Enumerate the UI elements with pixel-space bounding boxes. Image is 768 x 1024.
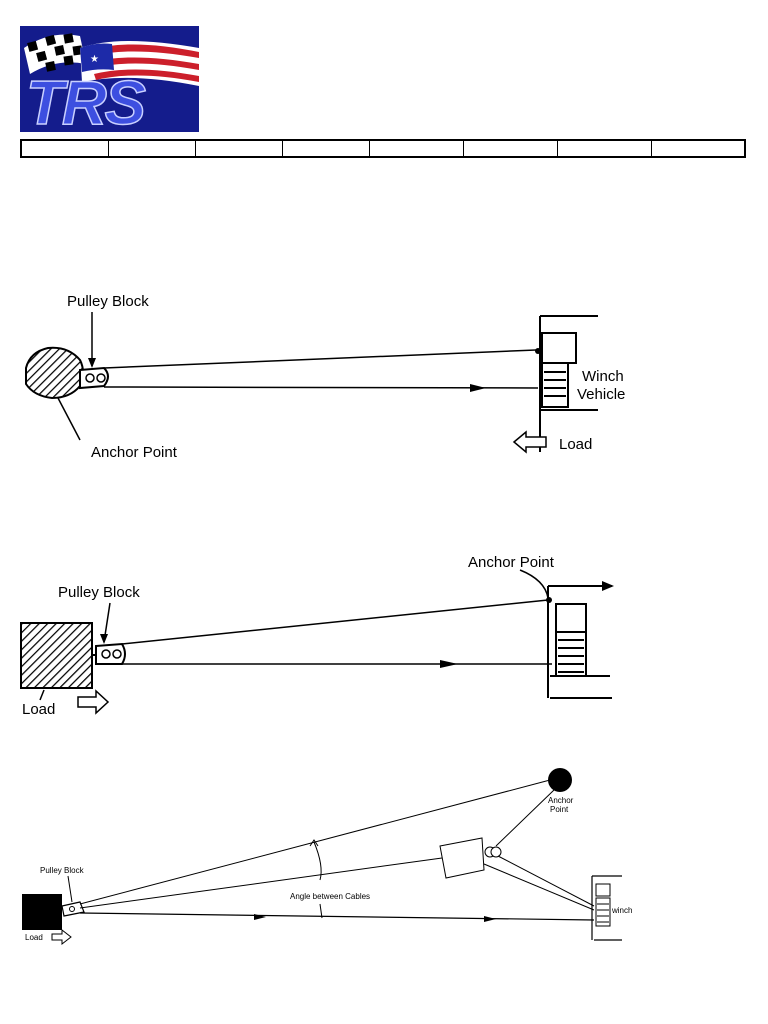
pulley-block-label: Pulley Block bbox=[40, 866, 85, 875]
load-arrow-icon bbox=[51, 928, 72, 946]
header-cell bbox=[283, 141, 370, 156]
anchor-point-ball bbox=[548, 768, 572, 792]
header-cell bbox=[464, 141, 558, 156]
trs-logo: ★ TRS bbox=[20, 26, 199, 132]
header-table bbox=[20, 139, 746, 158]
load-label: Load bbox=[25, 933, 43, 942]
header-cell bbox=[558, 141, 652, 156]
pulley-block-icon bbox=[61, 901, 85, 917]
pulley-block-label: Pulley Block bbox=[67, 293, 149, 310]
load-label: Load bbox=[559, 436, 592, 453]
anchor-label-line2: Point bbox=[550, 805, 569, 814]
load-box bbox=[20, 622, 93, 689]
anchor-point-label: Anchor Point bbox=[468, 554, 555, 571]
pulley-block-label: Pulley Block bbox=[58, 584, 140, 601]
winch-label: Winch bbox=[582, 368, 624, 385]
logo-graphic: ★ TRS bbox=[20, 26, 199, 132]
angle-between-cables-label: Angle between Cables bbox=[290, 892, 370, 901]
winch-vehicle-icon bbox=[591, 875, 622, 941]
winch-vehicle-icon bbox=[535, 315, 598, 452]
american-flag-icon: ★ bbox=[80, 41, 199, 86]
load-arrow-icon bbox=[77, 689, 110, 715]
header-cell bbox=[196, 141, 283, 156]
pulley-block-icon bbox=[79, 366, 109, 390]
header-cell bbox=[370, 141, 464, 156]
winch-vehicle-icon bbox=[547, 581, 614, 699]
logo-text: TRS bbox=[26, 69, 146, 132]
winch-label: winch bbox=[611, 906, 632, 915]
header-cell bbox=[22, 141, 109, 156]
diagram-3: Pulley Block Anchor Point Angle between … bbox=[22, 768, 632, 946]
diagram-1: Pulley Block Anchor Point Winch Vehicle … bbox=[25, 293, 625, 461]
anchor-point-blob bbox=[25, 346, 84, 400]
header-cell bbox=[109, 141, 196, 156]
anchor-label-line1: Anchor bbox=[548, 796, 574, 805]
svg-text:★: ★ bbox=[90, 54, 99, 65]
anchor-point-label: Anchor Point bbox=[91, 444, 178, 461]
load-label: Load bbox=[22, 701, 55, 718]
pulley-block-icon bbox=[92, 642, 126, 665]
load-box bbox=[22, 894, 62, 930]
diagram-2: Pulley Block Anchor Point Load bbox=[20, 554, 614, 718]
checkered-flag-icon bbox=[24, 33, 86, 74]
vehicle-label: Vehicle bbox=[577, 386, 625, 403]
snatch-block-icon bbox=[439, 837, 502, 879]
load-arrow-icon bbox=[512, 430, 547, 454]
